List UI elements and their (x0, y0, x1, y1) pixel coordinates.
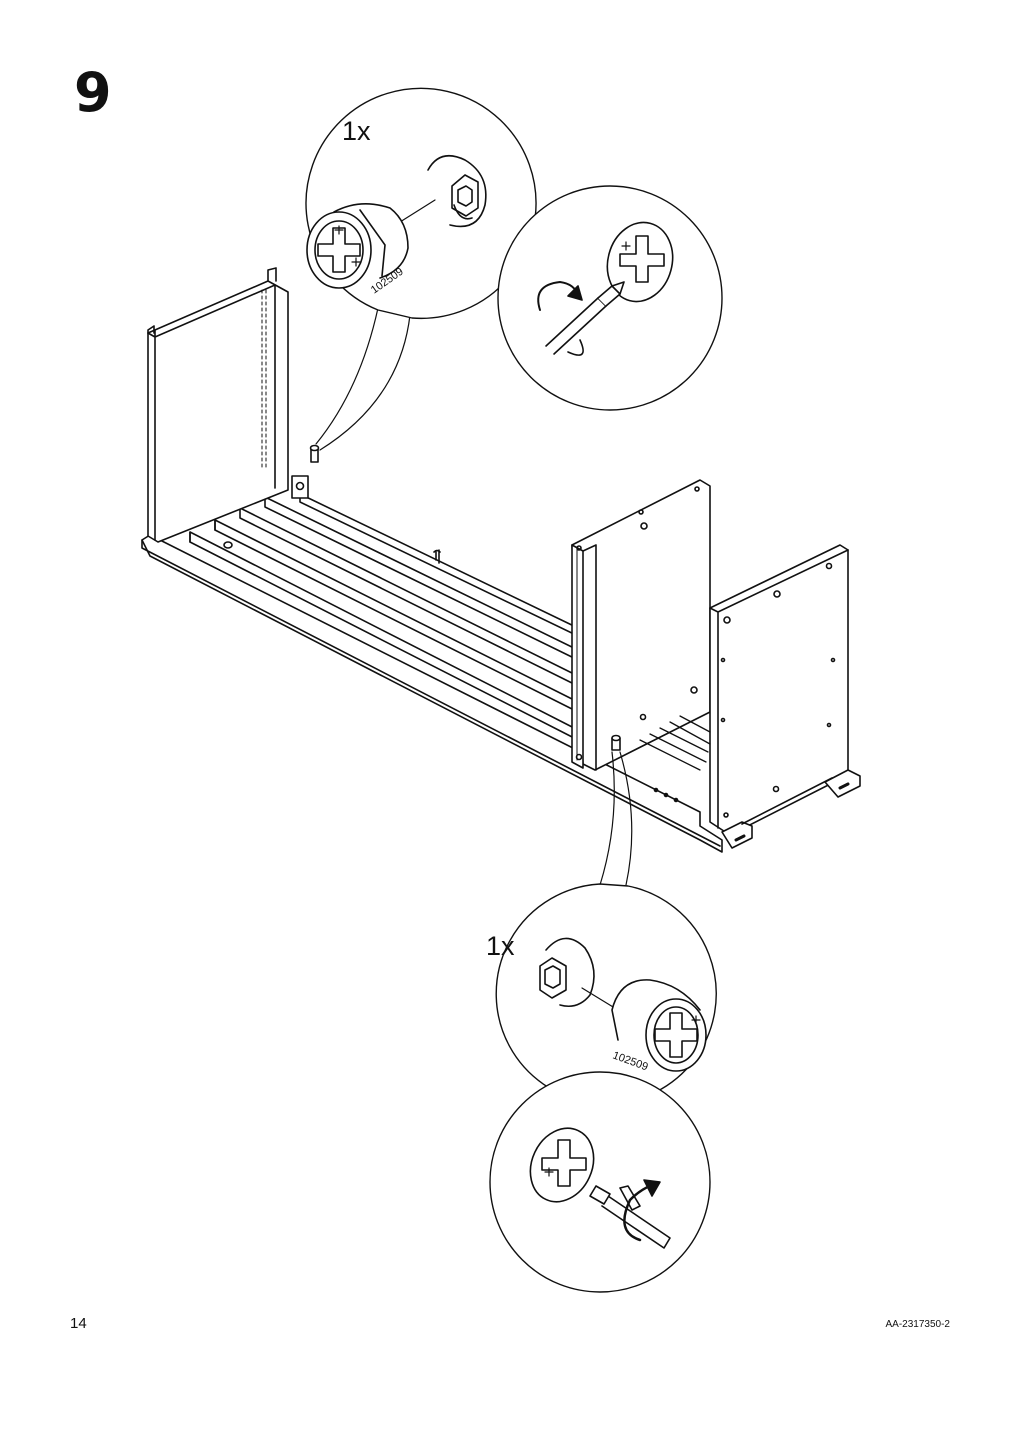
step-number: 9 (74, 61, 112, 124)
cam-lock-fitting-icon (611, 979, 707, 1072)
top-quantity-label: 1x (342, 116, 371, 146)
rotate-clockwise-arrow-icon (537, 281, 583, 311)
cam-lock-hole-icon (427, 154, 487, 228)
base-slats (189, 493, 579, 741)
middle-divider-panel (571, 479, 711, 771)
page-number: 14 (70, 1315, 87, 1332)
top-tool-callout (497, 185, 723, 411)
bottom-quantity-label: 1x (486, 931, 515, 961)
bottom-tool-callout (489, 1071, 711, 1293)
furniture-assembly (141, 267, 861, 886)
rotate-clockwise-arrow-icon (623, 1179, 661, 1242)
top-callout (305, 87, 537, 320)
screwdriver-icon (545, 281, 625, 356)
bottom-callout (495, 883, 717, 1105)
document-code: AA-2317350-2 (885, 1319, 951, 1330)
right-side-panel (709, 544, 849, 836)
cam-lock-hole-icon (539, 937, 595, 1008)
cam-lock-fitting-icon (306, 203, 409, 289)
cam-lock-hole-icon (529, 1127, 595, 1203)
